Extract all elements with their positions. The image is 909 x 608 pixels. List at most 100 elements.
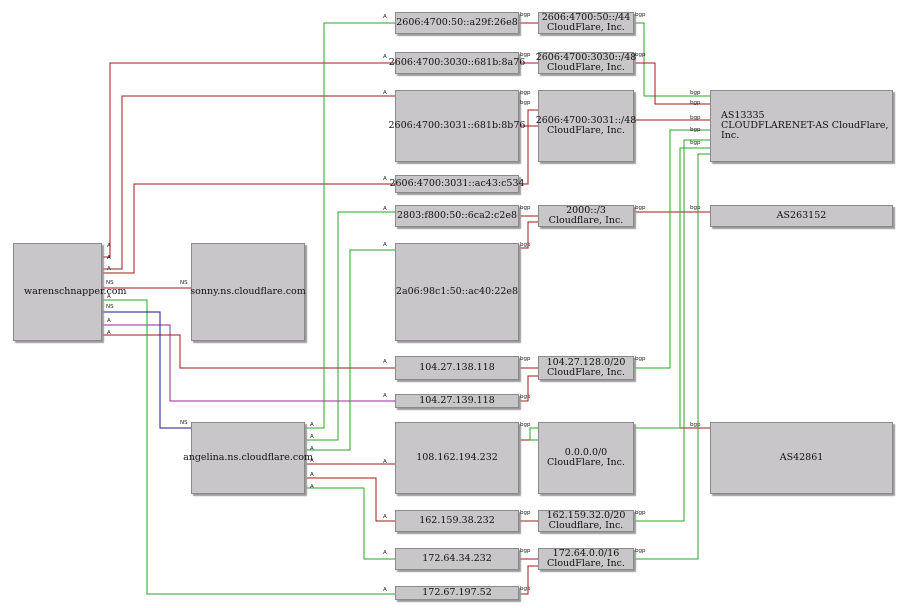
edge-label-a: A	[383, 90, 387, 96]
node-ip-104-138[interactable]: 104.27.138.118	[395, 356, 519, 380]
edge-label-a: A	[383, 587, 387, 593]
edge-label-bgp: bgp	[690, 100, 701, 106]
edge-pfx-162-as13335	[634, 139, 710, 522]
node-as263152[interactable]: AS263152	[710, 205, 893, 227]
node-pfx-50-44[interactable]: 2606:4700:50::/44 CloudFlare, Inc.	[538, 12, 634, 34]
edge-pfx-50-as13335	[634, 22, 710, 97]
edge-label-a: A	[383, 176, 387, 182]
edge-ns2-ip-a29f	[305, 22, 395, 429]
edge-label-a: A	[383, 359, 387, 365]
edge-domain-ip-ac43c534	[102, 183, 395, 274]
edge-label-bgp: bgp	[635, 510, 646, 516]
edge-domain-ip-104-138	[102, 334, 395, 369]
node-pfx-162[interactable]: 162.159.32.0/20 Cloudflare, Inc.	[538, 510, 634, 532]
edge-label-bgp: bgp	[690, 127, 701, 133]
edge-label-a: A	[310, 472, 314, 478]
node-ns1[interactable]: sonny.ns.cloudflare.com	[190, 243, 306, 341]
edge-label-bgp: bgp	[635, 356, 646, 362]
edge-label-a: A	[383, 206, 387, 212]
node-pfx-0[interactable]: 0.0.0.0/0 CloudFlare, Inc.	[538, 422, 634, 494]
edge-label-bgp: bgp	[690, 140, 701, 146]
node-ip-a29f[interactable]: 2606:4700:50::a29f:26e8	[395, 12, 519, 34]
node-ip-108[interactable]: 108.162.194.232	[395, 422, 519, 494]
edge-label-a: A	[310, 458, 314, 464]
edge-label-bgp: bgp	[520, 548, 531, 554]
edge-label-bgp: bgp	[635, 548, 646, 554]
edge-label-a: A	[310, 446, 314, 452]
node-domain[interactable]: warenschnapper.com	[13, 243, 127, 341]
edge-label-bgp: bgp	[520, 242, 531, 248]
edge-label-a: A	[383, 242, 387, 248]
edge-label-bgp: bgp	[520, 356, 531, 362]
edge-label-bgp: bgp	[635, 205, 646, 211]
edge-label-a: A	[107, 318, 111, 324]
edge-domain-ip-172-67	[102, 299, 395, 595]
edge-domain-ip-681b8b76	[102, 95, 395, 270]
edge-ip-681b8b76-pfx	[519, 109, 538, 127]
edge-label-bgp: bgp	[635, 12, 646, 18]
edge-domain-ip-681b8a76	[102, 62, 395, 258]
edge-label-a: A	[383, 393, 387, 399]
edge-label-a: A	[383, 14, 387, 20]
edge-pfx-172-as13335	[634, 153, 710, 560]
edge-domain-ns2	[102, 311, 191, 429]
edge-label-bgp: bgp	[520, 12, 531, 18]
node-pfx-104[interactable]: 104.27.128.0/20 CloudFlare, Inc.	[538, 356, 634, 380]
edge-label-bgp: bgp	[520, 90, 531, 96]
edge-ns2-ip-162	[305, 477, 395, 522]
edge-label-bgp: bgp	[690, 115, 701, 121]
node-ip-172-64[interactable]: 172.64.34.232	[395, 548, 519, 570]
node-ns2[interactable]: angelina.ns.cloudflare.com	[183, 422, 313, 494]
node-ip-2a06[interactable]: 2a06:98c1:50::ac40:22e8	[395, 243, 519, 341]
edge-domain-ip-104-139	[102, 324, 395, 402]
edge-pfx-3030-as13335	[634, 62, 710, 105]
edge-label-ns: NS	[106, 280, 114, 286]
edge-ns2-ip-2a06	[305, 249, 395, 451]
edge-label-ns: NS	[180, 280, 188, 286]
edge-ns2-ip-2803	[305, 211, 395, 441]
edge-ns2-ip-172-64	[305, 487, 395, 560]
edge-label-a: A	[310, 422, 314, 428]
edge-label-a: A	[107, 266, 111, 272]
edge-label-ns: NS	[180, 420, 188, 426]
edge-label-a: A	[383, 514, 387, 520]
edge-label-a: A	[107, 243, 111, 249]
node-ip-104-139[interactable]: 104.27.139.118	[395, 394, 519, 408]
edge-label-bgp: bgp	[520, 510, 531, 516]
edge-label-ns: NS	[106, 304, 114, 310]
edge-label-a: A	[310, 434, 314, 440]
node-pfx-3031-48[interactable]: 2606:4700:3031::/48 CloudFlare, Inc.	[536, 90, 636, 162]
edge-label-bgp: bgp	[520, 52, 531, 58]
edge-label-bgp: bgp	[520, 205, 531, 211]
node-as42861[interactable]: AS42861	[710, 422, 893, 494]
edge-ip-2a06-pfx	[519, 221, 538, 249]
edge-pfx-0-as13335	[529, 147, 710, 441]
node-ip-162[interactable]: 162.159.38.232	[395, 510, 519, 532]
node-pfx-172[interactable]: 172.64.0.0/16 CloudFlare, Inc.	[538, 548, 634, 570]
edge-label-a: A	[310, 484, 314, 490]
edge-label-bgp: bgp	[690, 205, 701, 211]
edge-label-a: A	[383, 54, 387, 60]
node-as13335[interactable]: AS13335 CLOUDFLARENET-AS CloudFlare, Inc…	[710, 90, 893, 162]
edge-ip-ac43c534-pfx	[519, 125, 538, 185]
edge-label-a: A	[107, 330, 111, 336]
node-ip-681b8b76[interactable]: 2606:4700:3031::681b:8b76	[389, 90, 525, 162]
node-pfx-2000-3[interactable]: 2000::/3 Cloudflare, Inc.	[538, 205, 634, 227]
edge-label-bgp: bgp	[520, 586, 531, 592]
node-ip-172-67[interactable]: 172.67.197.52	[395, 586, 519, 600]
node-ip-ac43c534[interactable]: 2606:4700:3031::ac43:c534	[389, 175, 525, 193]
edge-label-a: A	[383, 459, 387, 465]
edge-label-bgp: bgp	[520, 100, 531, 106]
edge-label-bgp: bgp	[520, 394, 531, 400]
edge-ip-104-139-pfx	[519, 375, 538, 402]
edge-label-bgp: bgp	[635, 52, 646, 58]
node-ip-681b8a76[interactable]: 2606:4700:3030::681b:8a76	[389, 52, 525, 74]
node-pfx-3030-48[interactable]: 2606:4700:3030::/48 CloudFlare, Inc.	[535, 52, 637, 74]
edge-label-bgp: bgp	[690, 90, 701, 96]
edge-pfx-104-as13335	[634, 129, 710, 369]
edge-label-a: A	[383, 550, 387, 556]
edge-label-bgp: bgp	[520, 422, 531, 428]
edge-label-a: A	[107, 255, 111, 261]
node-ip-2803[interactable]: 2803:f800:50::6ca2:c2e8	[395, 205, 519, 227]
